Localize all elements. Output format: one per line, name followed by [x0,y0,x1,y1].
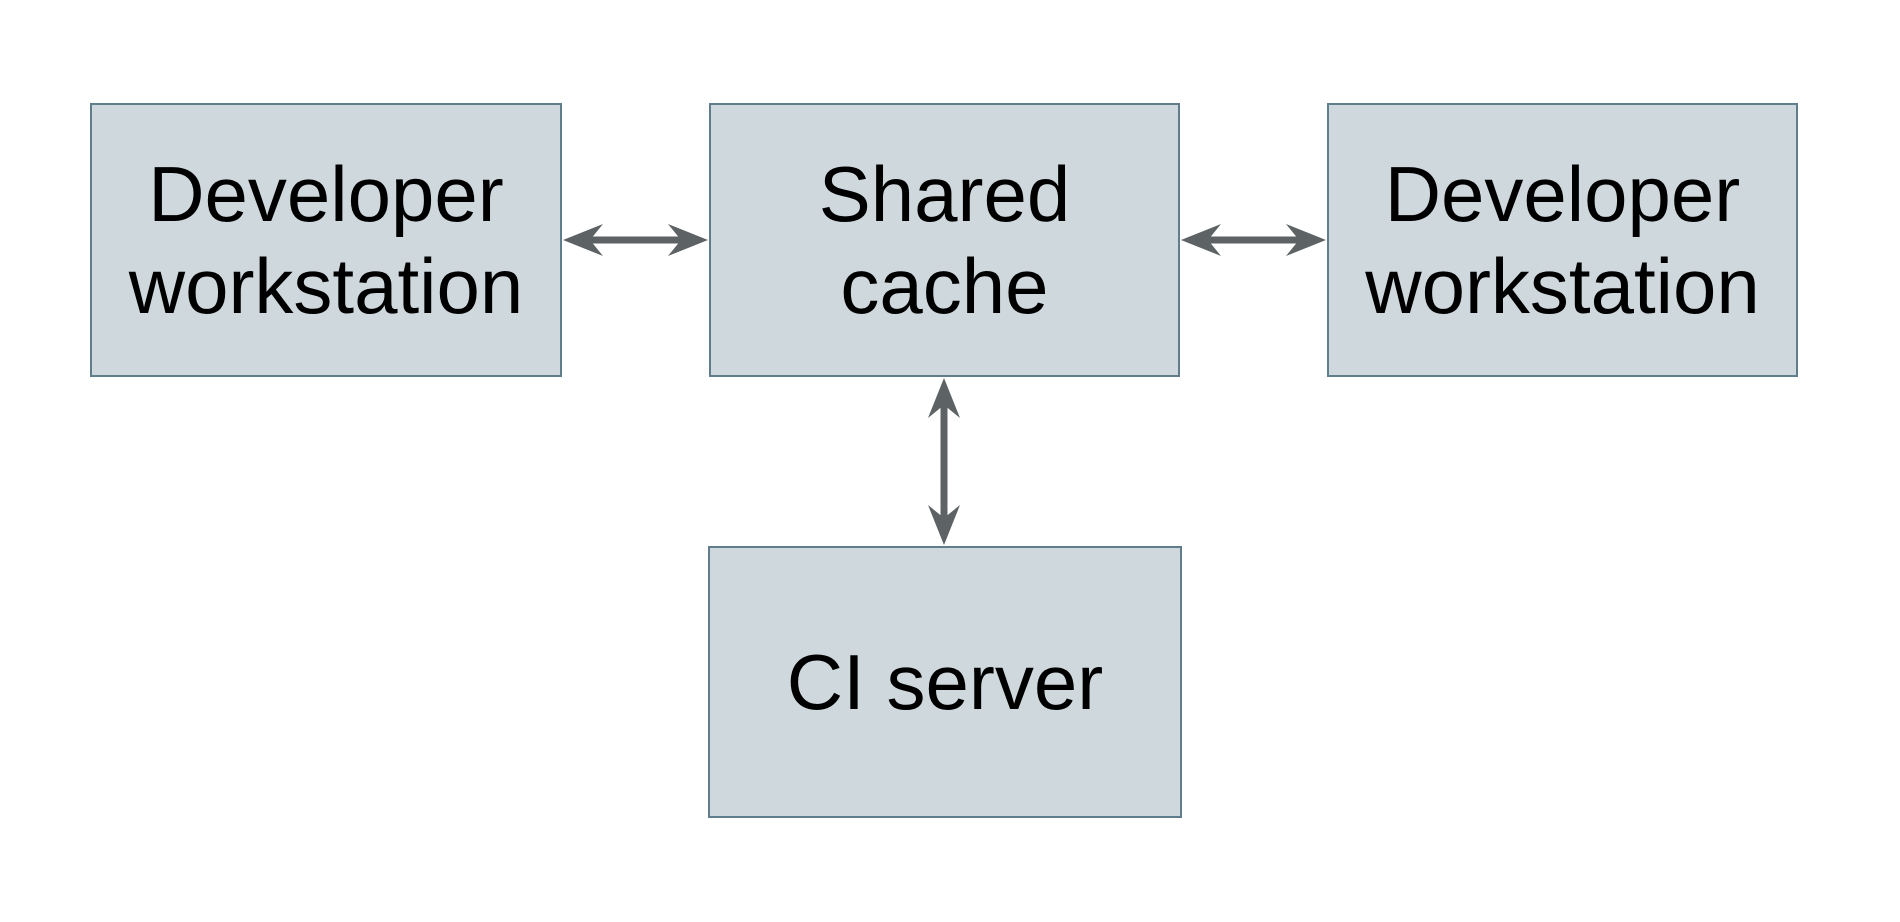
edge-shared-cache--ci-server [928,378,960,545]
node-developer-workstation-right: Developer workstation [1327,103,1798,377]
arrowhead-start-icon [928,378,960,418]
edge-developer-workstation-left--shared-cache [563,224,708,256]
node-label-ci-server: CI server [786,637,1104,726]
arrowhead-end-icon [1286,224,1326,256]
node-label-developer-workstation-right: Developer workstation [1365,149,1760,330]
node-label-shared-cache: Shared cache [818,149,1071,330]
node-developer-workstation-left: Developer workstation [90,103,562,377]
arrowhead-start-icon [563,224,603,256]
node-ci-server: CI server [708,546,1182,818]
arrowhead-end-icon [928,505,960,545]
arrowhead-start-icon [1181,224,1221,256]
arrowhead-end-icon [668,224,708,256]
node-label-developer-workstation-left: Developer workstation [128,149,524,330]
edge-shared-cache--developer-workstation-right [1181,224,1326,256]
node-shared-cache: Shared cache [709,103,1180,377]
